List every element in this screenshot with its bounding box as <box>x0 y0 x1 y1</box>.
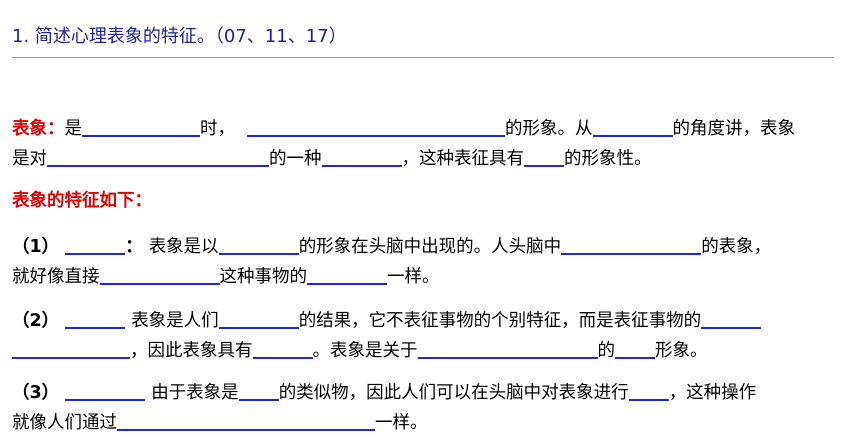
question-title: 1. 简述心理表象的特征。（07、11、17） <box>12 26 347 47</box>
feature-1-line-2: 就好像直接这种事物的一样。 <box>12 265 440 287</box>
definition-label: 表象： <box>12 119 65 139</box>
features-heading: 表象的特征如下： <box>12 191 152 211</box>
blank-14b[interactable] <box>12 339 130 359</box>
feature-3-line-1: （3）由于表象是的类似物，因此人们可以在头脑中对表象进行，这种操作 <box>12 381 757 403</box>
definition-paragraph: 表象：是时，的形象。从的角度讲，表象 是对的一种，这种表征具有的形象性。 <box>12 114 834 174</box>
blank-18[interactable] <box>65 381 146 401</box>
feature-3: （3）由于表象是的类似物，因此人们可以在头脑中对表象进行，这种操作 就像人们通过… <box>12 378 834 438</box>
feature-3-line-2: 就像人们通过一样。 <box>12 411 428 433</box>
blank-9[interactable] <box>561 235 702 255</box>
feature-2-line-2: ，因此表象具有。表象是关于的形象。 <box>12 336 834 366</box>
blank-1[interactable] <box>82 117 200 137</box>
blank-6[interactable] <box>524 147 564 167</box>
definition-line-1: 表象：是时，的形象。从的角度讲，表象 <box>12 117 795 139</box>
divider <box>12 57 834 58</box>
definition-line-2: 是对的一种，这种表征具有的形象性。 <box>12 147 652 169</box>
blank-7[interactable] <box>65 235 126 255</box>
blank-12[interactable] <box>65 309 126 329</box>
blank-5[interactable] <box>321 147 402 167</box>
blank-16[interactable] <box>417 339 598 359</box>
feature-1-line-1: （1）：表象是以的形象在头脑中出现的。人头脑中的表象， <box>12 235 772 257</box>
blank-13[interactable] <box>218 309 299 329</box>
blank-15[interactable] <box>252 339 313 359</box>
blank-8[interactable] <box>218 235 299 255</box>
blank-2[interactable] <box>247 117 505 137</box>
blank-10[interactable] <box>99 265 220 285</box>
blank-14a[interactable] <box>701 309 762 329</box>
blank-3[interactable] <box>592 117 673 137</box>
blank-19[interactable] <box>238 381 279 401</box>
blank-20[interactable] <box>628 381 669 401</box>
blank-11[interactable] <box>307 265 387 285</box>
blank-17[interactable] <box>615 339 655 359</box>
blank-4[interactable] <box>47 147 269 167</box>
blank-21[interactable] <box>117 411 375 431</box>
feature-2: （2）表象是人们的结果，它不表征事物的个别特征，而是表征事物的 ，因此表象具有。… <box>12 306 834 366</box>
feature-1: （1）：表象是以的形象在头脑中出现的。人头脑中的表象， 就好像直接这种事物的一样… <box>12 232 834 292</box>
feature-2-line-1: （2）表象是人们的结果，它不表征事物的个别特征，而是表征事物的 <box>12 306 834 336</box>
